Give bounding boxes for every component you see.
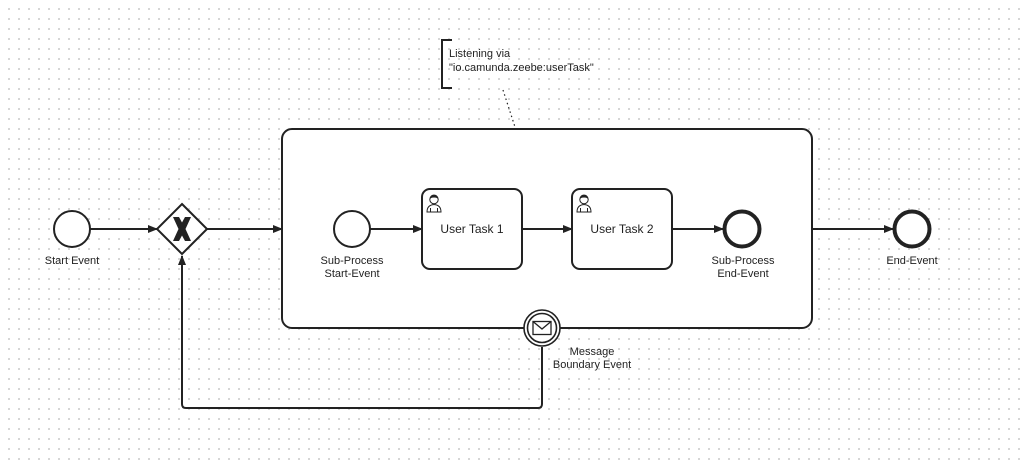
envelope-icon: [532, 320, 552, 336]
sub-process-end-label-2: End-Event: [717, 268, 768, 280]
annotation-association: [502, 89, 516, 128]
start-event-label: Start Event: [45, 255, 99, 267]
user-task-1[interactable]: User Task 1: [421, 188, 523, 270]
end-event[interactable]: [892, 209, 932, 249]
text-annotation[interactable]: Listening via "io.camunda.zeebe:userTask…: [441, 39, 594, 89]
user-task-1-label: User Task 1: [440, 222, 503, 236]
boundary-event-label-1: Message: [570, 346, 615, 358]
start-event[interactable]: [53, 210, 91, 248]
exclusive-gateway-x-icon: [173, 217, 191, 241]
annotation-line-1: Listening via: [449, 48, 511, 60]
sub-process-end-label-1: Sub-Process: [712, 255, 775, 267]
boundary-event-label-2: Boundary Event: [553, 359, 631, 371]
end-event-label: End-Event: [886, 255, 937, 267]
user-task-2[interactable]: User Task 2: [571, 188, 673, 270]
sub-process-start-label-2: Start-Event: [324, 268, 379, 280]
exclusive-gateway[interactable]: [155, 202, 209, 256]
annotation-line-2: "io.camunda.zeebe:userTask": [449, 62, 594, 74]
flow-boundary-to-gateway[interactable]: [178, 255, 543, 409]
sub-process-start-label-1: Sub-Process: [321, 255, 384, 267]
user-icon: [576, 194, 592, 213]
sub-process-end-event[interactable]: [722, 209, 762, 249]
user-icon: [426, 194, 442, 213]
message-boundary-event[interactable]: [523, 309, 561, 347]
user-task-2-label: User Task 2: [590, 222, 653, 236]
sub-process-start-event[interactable]: [333, 210, 371, 248]
